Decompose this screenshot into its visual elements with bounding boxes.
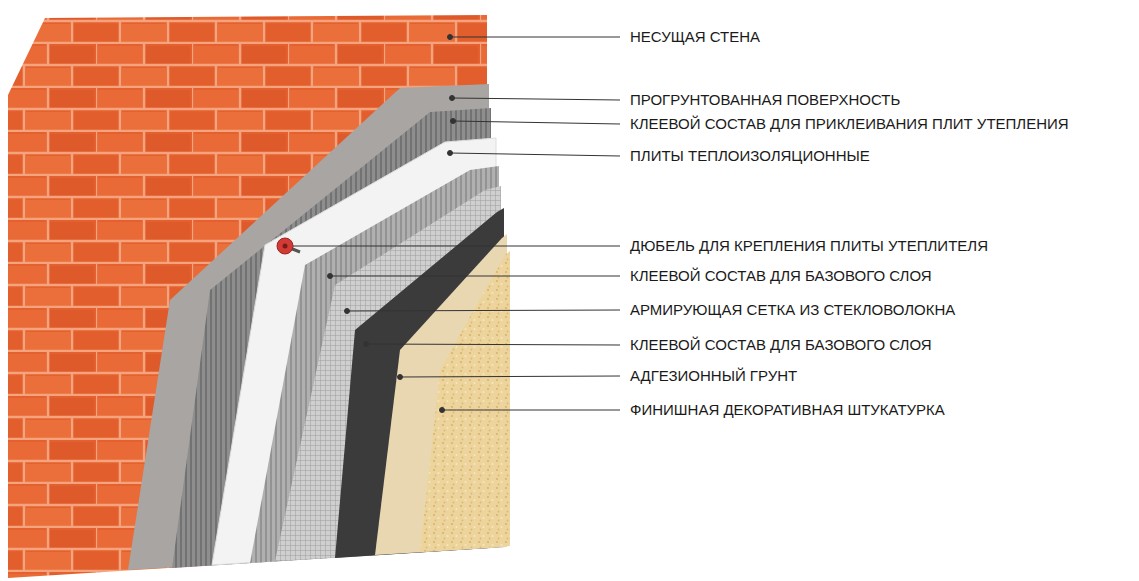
leader-dot [398,375,403,380]
leader-line [330,276,620,277]
leader-lines [293,35,620,413]
callout-label: НЕСУЩАЯ СТЕНА [630,28,760,46]
leader-line [450,153,620,156]
decorative-plaster [420,251,510,552]
callout-label: АРМИРУЮЩАЯ СЕТКА ИЗ СТЕКЛОВОЛОКНА [630,301,955,319]
leader-line [366,344,620,345]
leader-line [400,376,620,377]
leader-line [347,310,620,311]
callout-label: АДГЕЗИОННЫЙ ГРУНТ [630,367,797,385]
leader-dot [345,309,350,314]
callout-label: ПЛИТЫ ТЕПЛОИЗОЛЯЦИОННЫЕ [630,147,870,165]
callout-label: ПРОГРУНТОВАННАЯ ПОВЕРХНОСТЬ [630,91,900,109]
leader-line [293,246,620,247]
leader-line [452,98,620,100]
leader-dot [364,342,369,347]
callout-label: КЛЕЕВОЙ СОСТАВ ДЛЯ ПРИКЛЕИВАНИЯ ПЛИТ УТЕ… [630,115,1069,133]
leader-dot [448,35,453,40]
leader-line [453,121,620,124]
leader-dot [448,151,453,156]
dowel-head [277,238,293,254]
leader-dot [328,274,333,279]
callout-label: КЛЕЕВОЙ СОСТАВ ДЛЯ БАЗОВОГО СЛОЯ [630,267,932,285]
leader-line [450,37,620,38]
callout-label: ДЮБЕЛЬ ДЛЯ КРЕПЛЕНИЯ ПЛИТЫ УТЕПЛИТЕЛЯ [630,237,988,255]
dowel-center [283,244,288,249]
leader-line [442,410,620,411]
leader-dot [450,96,455,101]
callout-label: ФИНИШНАЯ ДЕКОРАТИВНАЯ ШТУКАТУРКА [630,401,945,419]
leader-dot [440,408,445,413]
leader-dot [451,119,456,124]
callout-label: КЛЕЕВОЙ СОСТАВ ДЛЯ БАЗОВОГО СЛОЯ [630,336,932,354]
